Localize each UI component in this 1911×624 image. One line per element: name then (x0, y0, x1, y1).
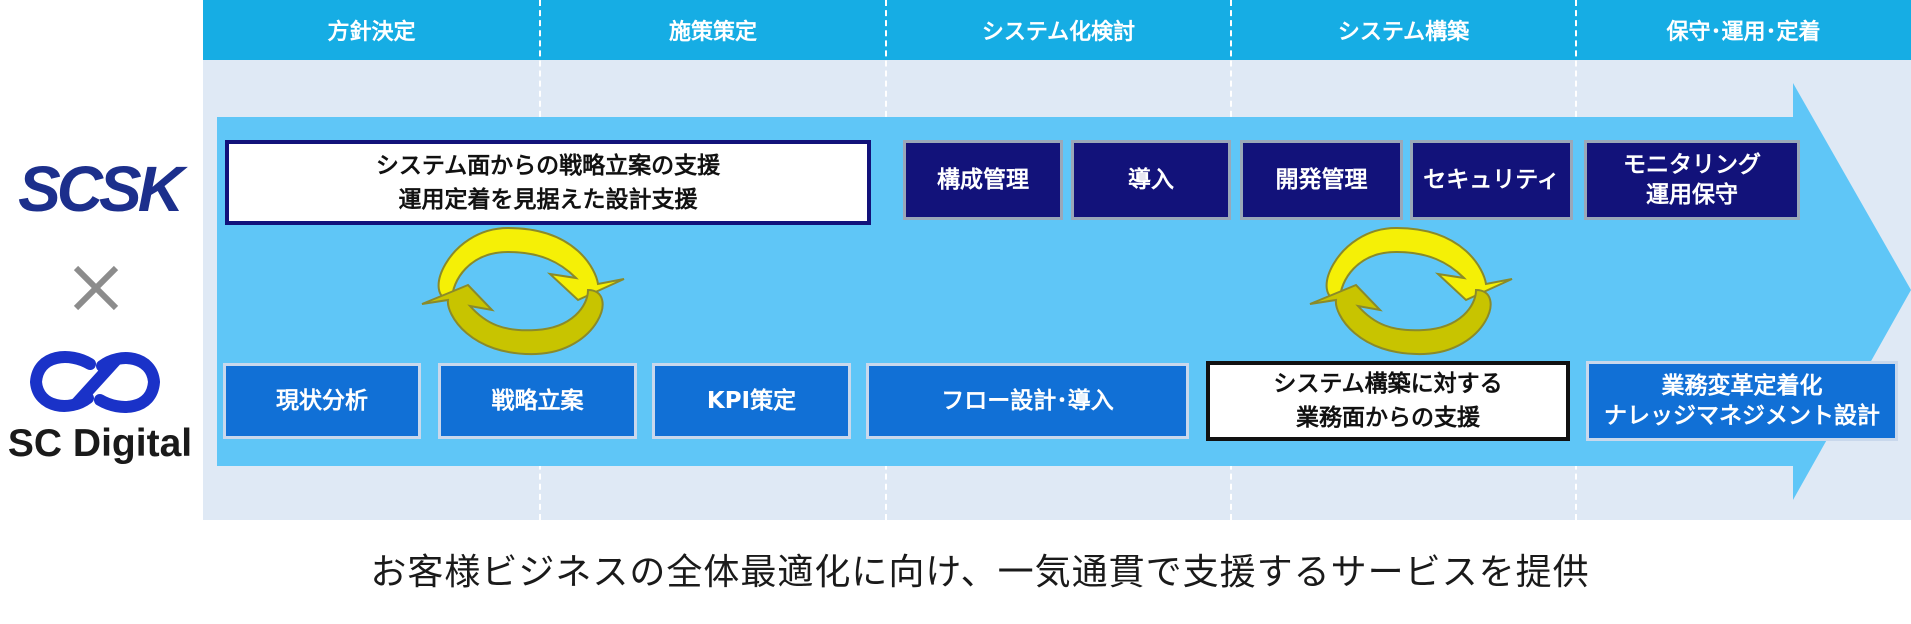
phase-policy: 方針決定 (327, 20, 416, 45)
tagline: お客様ビジネスの全体最適化に向け、一気通貫で支援するサービスを提供 (370, 552, 1590, 593)
business-support-box: システム構築に対する 業務面からの支援 (1206, 361, 1570, 441)
phase-measures: 施策策定 (668, 20, 757, 45)
strategy-planning-box: 戦略立案 (438, 363, 637, 439)
monitoring-box: モニタリング 運用保守 (1584, 140, 1800, 220)
strategy-support-box: システム面からの戦略立案の支援 運用定着を見据えた設計支援 (225, 140, 871, 225)
phase-header-bar (203, 0, 1911, 60)
development-management-box: 開発管理 (1240, 140, 1403, 220)
sc-digital-logo-text: SC Digital (7, 422, 193, 465)
current-analysis-box: 現状分析 (223, 363, 421, 439)
config-management-label: 構成管理 (937, 167, 1029, 193)
cycle-arrows-icon-left (421, 226, 625, 356)
infinity-mark-icon (30, 351, 160, 413)
phase-system-study: システム化検討 (981, 20, 1136, 45)
cycle-arrows-icon-right (1309, 226, 1513, 356)
business-support-line1: システム構築に対する (1273, 371, 1503, 397)
monitoring-label: モニタリング (1623, 152, 1761, 178)
business-support-line2: 業務面からの支援 (1296, 405, 1480, 431)
phase-operation: 保守･運用･定着 (1666, 20, 1821, 45)
introduction-label: 導入 (1128, 167, 1174, 193)
flow-design-box: フロー設計･導入 (866, 363, 1189, 439)
development-management-label: 開発管理 (1275, 167, 1368, 193)
times-icon (73, 265, 119, 311)
business-transformation-label: 業務変革定着化 (1661, 373, 1823, 399)
knowledge-management-label: ナレッジマネジメント設計 (1604, 403, 1880, 429)
config-management-box: 構成管理 (903, 140, 1063, 220)
kpi-box: KPI策定 (652, 363, 851, 439)
strategy-planning-label: 戦略立案 (491, 388, 584, 414)
security-box: セキュリティ (1410, 140, 1573, 220)
operation-maintenance-label: 運用保守 (1646, 182, 1738, 208)
phase-system-build: システム構築 (1337, 20, 1470, 45)
security-label: セキュリティ (1423, 167, 1560, 193)
knowledge-management-box: 業務変革定着化 ナレッジマネジメント設計 (1586, 361, 1898, 441)
current-analysis-label: 現状分析 (276, 388, 368, 414)
strategy-support-line2: 運用定着を見据えた設計支援 (398, 186, 698, 213)
introduction-box: 導入 (1071, 140, 1231, 220)
flow-design-label: フロー設計･導入 (941, 388, 1114, 414)
scsk-logo: SCSK (18, 153, 184, 225)
strategy-support-line1: システム面からの戦略立案の支援 (375, 152, 721, 179)
kpi-label: KPI策定 (706, 388, 797, 414)
